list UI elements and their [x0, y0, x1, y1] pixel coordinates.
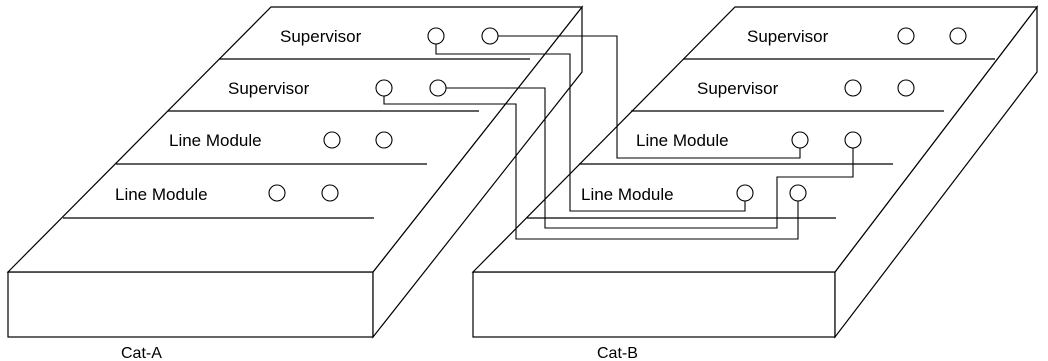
cat-b-slot-2-port-2[interactable]	[897, 79, 915, 97]
cat-b-slot-1-label: Supervisor	[747, 27, 829, 46]
cat-b-slot-2-label: Supervisor	[697, 79, 779, 98]
cat-b-slot-3-label: Line Module	[636, 131, 729, 150]
cable-a-sup2-to-b-line2	[383, 96, 799, 240]
cat-a-slot-4-label: Line Module	[115, 185, 208, 204]
cat-b-slot-1-port-2[interactable]	[949, 27, 967, 45]
cat-a-label: Cat-A	[121, 345, 162, 361]
cat-a-slot-3-port-1[interactable]	[323, 131, 341, 149]
cat-b-slot-2-port-1[interactable]	[844, 79, 862, 97]
cat-a-slot-1-label: Supervisor	[280, 27, 362, 46]
chassis-cat-b: Supervisor Supervisor Line Module Line M…	[471, 5, 1039, 361]
cat-a-slot-1-port-2[interactable]	[481, 27, 499, 45]
cat-a-slot-4-port-2[interactable]	[321, 184, 339, 202]
cat-a-slot-3-label: Line Module	[169, 131, 262, 150]
cat-b-slot-4-port-2[interactable]	[789, 184, 807, 202]
cat-a-slot-3-port-2[interactable]	[375, 131, 393, 149]
cable-a-sup1-to-b-line1	[498, 35, 801, 159]
chassis-cat-a-top	[6, 6, 584, 273]
cat-b-slot-4-port-1[interactable]	[736, 184, 754, 202]
cat-a-slot-4-port-1[interactable]	[268, 184, 286, 202]
cat-b-slot-1-port-1[interactable]	[897, 27, 915, 45]
cat-a-slot-2-port-1[interactable]	[375, 79, 393, 97]
chassis-cat-b-top	[471, 6, 1039, 273]
cat-b-label: Cat-B	[597, 345, 638, 361]
cable-a-sup2-to-b-line1	[446, 87, 854, 229]
cat-a-slot-1-port-1[interactable]	[427, 27, 445, 45]
chassis-cat-a-front	[7, 271, 374, 338]
chassis-cat-b-front	[472, 271, 836, 338]
cat-b-slot-3-port-1[interactable]	[791, 131, 809, 149]
cable-a-sup1-to-b-line2	[435, 44, 746, 212]
cat-b-slot-4-label: Line Module	[581, 185, 674, 204]
chassis-cat-a: Supervisor Supervisor Line Module Line M…	[6, 5, 584, 361]
cat-a-slot-2-port-2[interactable]	[429, 79, 447, 97]
cat-a-slot-2-label: Supervisor	[228, 79, 310, 98]
interconnect-cables	[383, 35, 854, 240]
cat-b-slot-3-port-2[interactable]	[844, 131, 862, 149]
